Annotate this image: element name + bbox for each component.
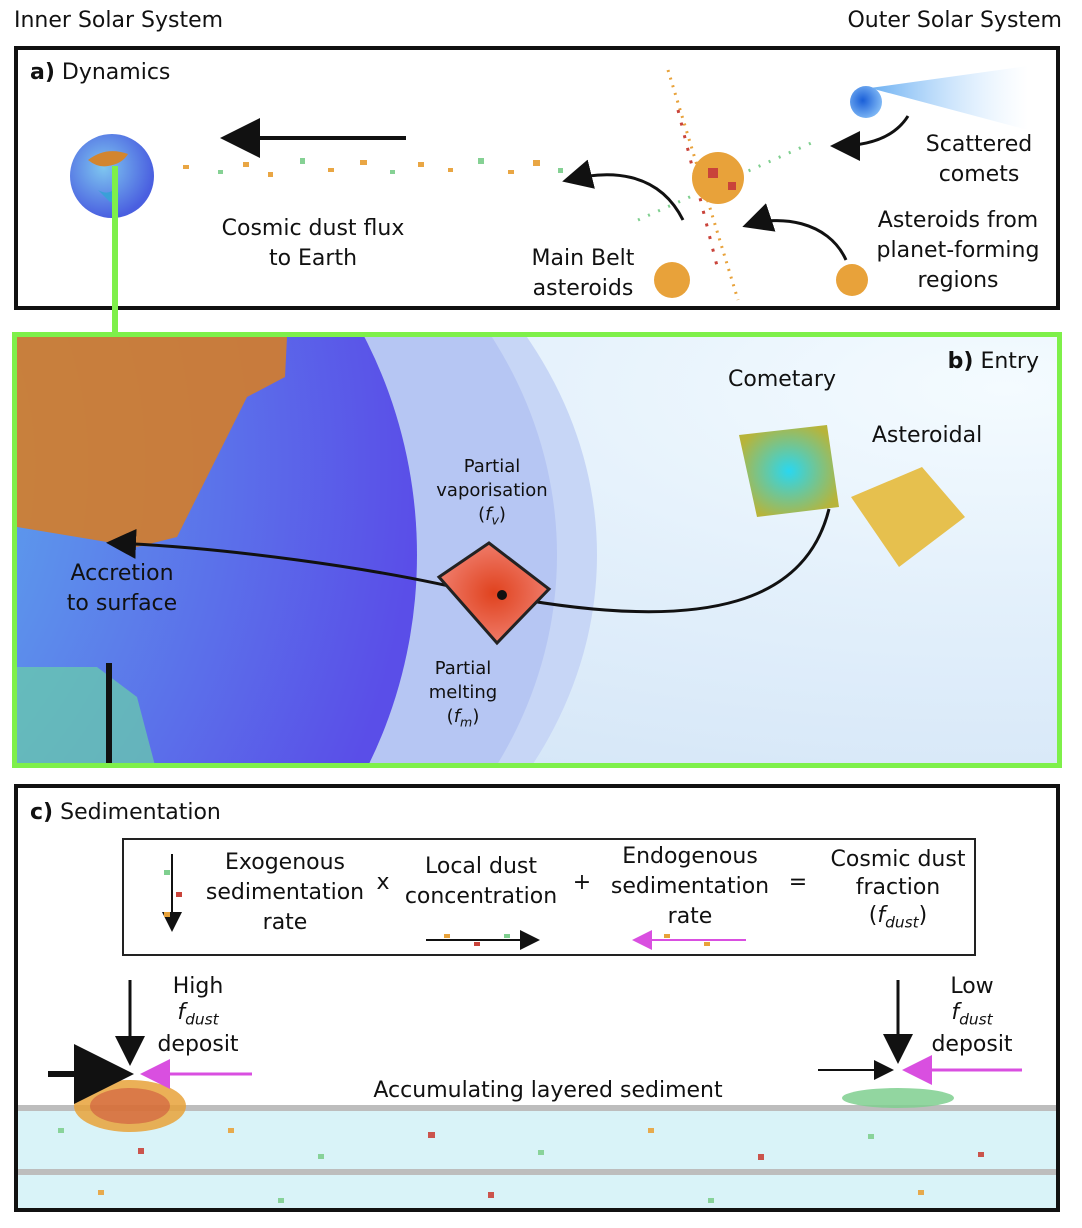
- asteroids-to-belt-arrow: [742, 203, 848, 261]
- panel-b-heading: b) Entry: [948, 349, 1039, 375]
- low-deposit-pile: [842, 1088, 954, 1108]
- label-asteroids-planet-forming: Asteroids from planet-forming regions: [876, 208, 1040, 293]
- label-cometary: Cometary: [728, 367, 836, 392]
- formula-term-exogenous: Exogenous sedimentation rate: [205, 850, 365, 935]
- panel-c-heading: c) Sedimentation: [30, 800, 221, 826]
- label-high-deposit: High fdust deposit: [157, 974, 239, 1058]
- connector-a-b: [112, 166, 118, 334]
- panel-dynamics: a) Dynamics: [14, 46, 1060, 310]
- main-belt-cluster: [637, 69, 819, 301]
- label-main-belt: Main Belt asteroids: [531, 246, 635, 301]
- formula-op-equals: =: [788, 870, 808, 895]
- header-outer-solar-system: Outer Solar System: [847, 8, 1062, 33]
- panel-b-title: Entry: [980, 349, 1039, 374]
- panel-a-letter: a): [30, 60, 55, 85]
- panel-a-title: Dynamics: [61, 60, 171, 85]
- asteroidal-particle: [851, 467, 965, 567]
- comet-icon: [850, 66, 1028, 130]
- asteroid-icon: [836, 264, 868, 296]
- label-scattered-comets: Scattered comets: [925, 132, 1033, 187]
- label-sediment: Accumulating layered sediment: [373, 1078, 723, 1103]
- panel-c-art: [18, 980, 1056, 1208]
- panel-a-heading: a) Dynamics: [30, 60, 170, 86]
- entry-path: [496, 508, 831, 614]
- formula-box: Exogenous sedimentation rate x Local dus…: [122, 838, 976, 956]
- label-low-deposit: Low fdust deposit: [931, 974, 1013, 1058]
- formula-term-fraction: Cosmic dust fraction (fdust): [830, 847, 966, 932]
- formula-op-plus: +: [572, 870, 592, 895]
- label-melting-group: Partial melting (fm): [403, 657, 523, 735]
- label-melting: Partial melting: [428, 658, 498, 703]
- label-vaporisation: Partial vaporisation: [436, 456, 548, 501]
- label-melting-symbol: (fm): [446, 706, 480, 730]
- sediment-bed: [18, 1106, 1056, 1208]
- accretion-arrow: [106, 528, 488, 597]
- dust-stream: [183, 158, 563, 177]
- comet-to-belt-arrow: [830, 115, 910, 161]
- cometary-particle: [739, 425, 839, 517]
- label-vaporisation-group: Partial vaporisation (fv): [417, 455, 567, 533]
- formula-op-multiply: x: [376, 870, 390, 895]
- label-vaporisation-symbol: (fv): [478, 504, 506, 528]
- heated-particle: [436, 541, 552, 646]
- header-inner-solar-system: Inner Solar System: [14, 8, 224, 33]
- panel-c-letter: c): [30, 800, 54, 825]
- label-asteroidal: Asteroidal: [871, 423, 983, 448]
- continent-shape: [17, 337, 287, 547]
- label-flux: Cosmic dust flux to Earth: [221, 216, 405, 271]
- label-accretion: Accretion to surface: [66, 561, 178, 616]
- belt-to-stream-arrow: [562, 159, 685, 221]
- panel-c-title: Sedimentation: [60, 800, 221, 825]
- sediment-dust: [58, 1128, 984, 1203]
- formula-icons: [162, 854, 746, 950]
- formula-term-concentration: Local dust concentration: [404, 854, 558, 909]
- formula-term-endogenous: Endogenous sedimentation rate: [610, 844, 770, 929]
- panel-b-art: [17, 337, 965, 763]
- panel-b-letter: b): [947, 349, 974, 374]
- panel-entry: b) Entry Cometary Asteroidal Partial vap…: [12, 332, 1062, 768]
